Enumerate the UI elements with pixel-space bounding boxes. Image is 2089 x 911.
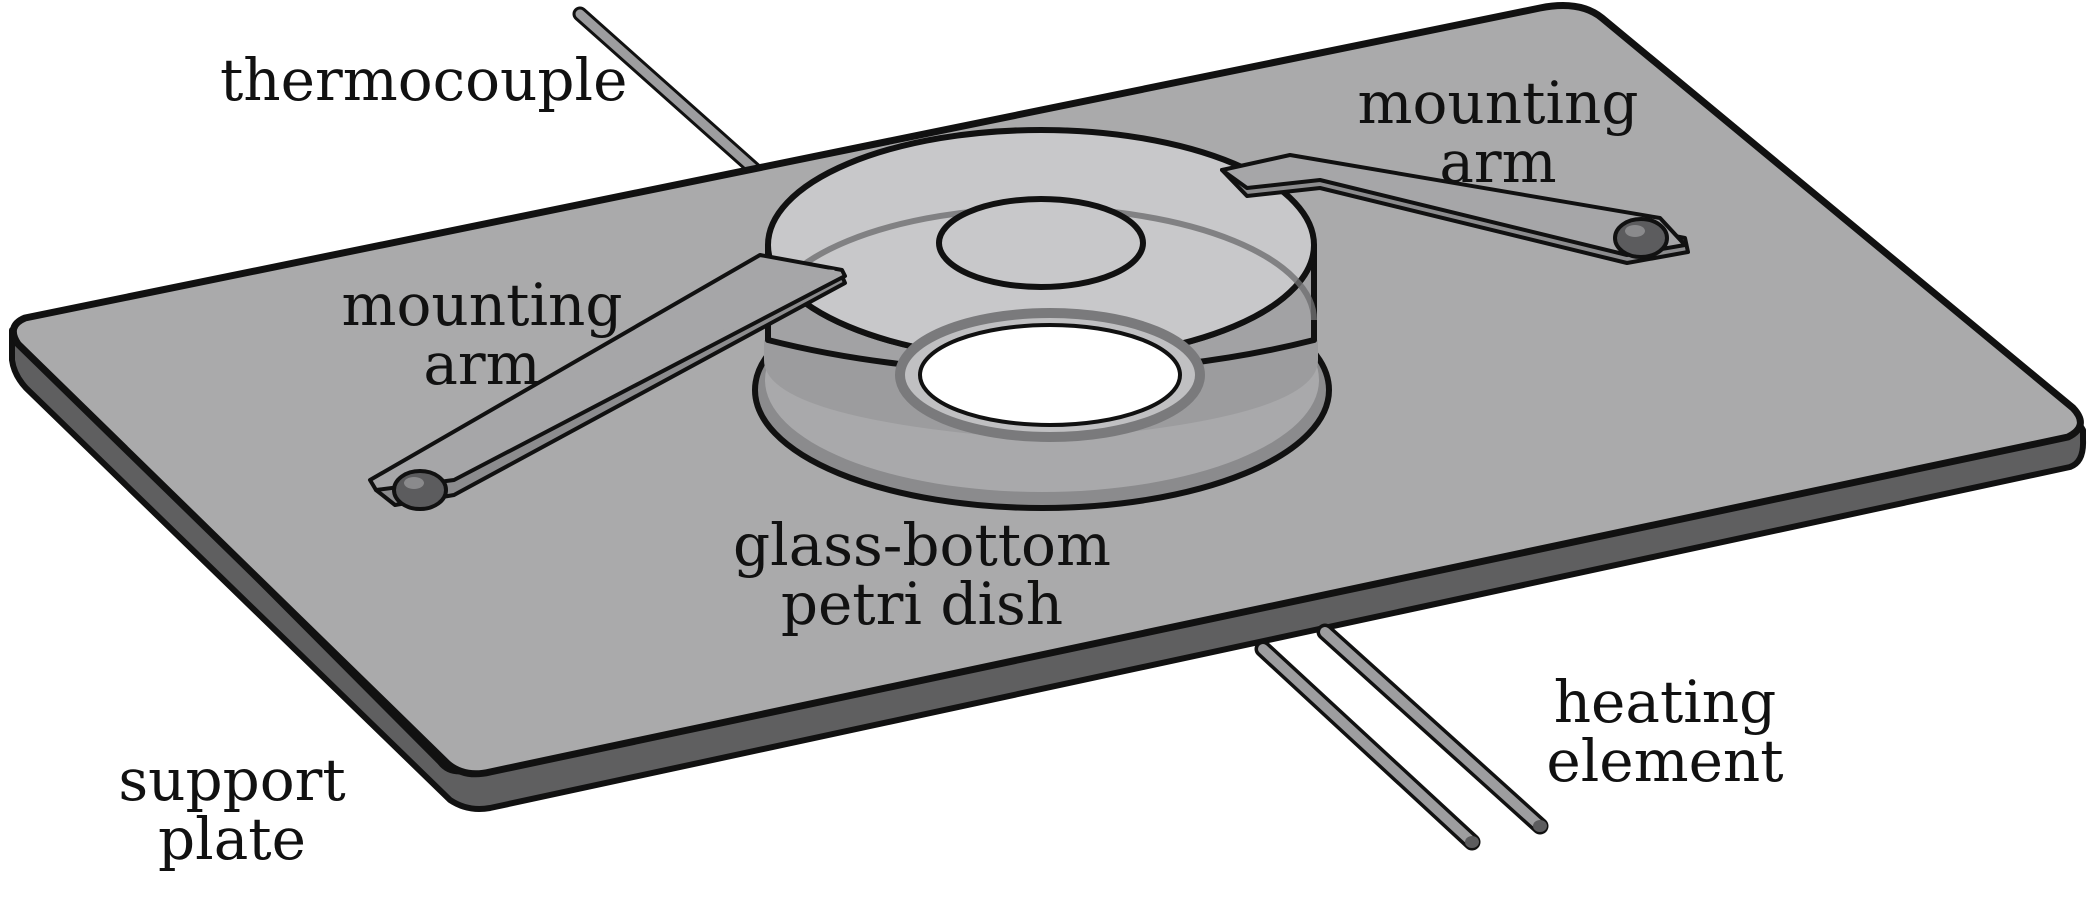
label-mounting-arm-right-line2: arm [1439,128,1556,196]
label-heating-line1: heating [1554,668,1777,736]
label-thermocouple: thermocouple [220,46,627,114]
label-mounting-arm-left-line2: arm [423,330,540,398]
right-screw-icon [1613,217,1669,259]
label-dish-line2: petri dish [781,570,1063,638]
heating-element-rods [1254,623,1549,851]
label-heating-line2: element [1546,727,1783,795]
glass-bottom-dish [765,205,1317,442]
thermocouple-rod [572,6,780,193]
label-mounting-arm-right-line1: mounting [1358,69,1639,137]
left-mounting-arm [368,253,847,511]
label-support-plate-line1: support [118,746,345,814]
right-mounting-arm [1220,153,1690,265]
glass-window [918,323,1182,427]
label-support-plate-line2: plate [158,805,306,873]
left-screw-icon [392,469,448,511]
mounting-ring-opening [936,196,1146,290]
rod-fill [575,9,777,190]
label-dish-line1: glass-bottom [733,511,1111,579]
label-mounting-arm-left-line1: mounting [342,271,623,339]
